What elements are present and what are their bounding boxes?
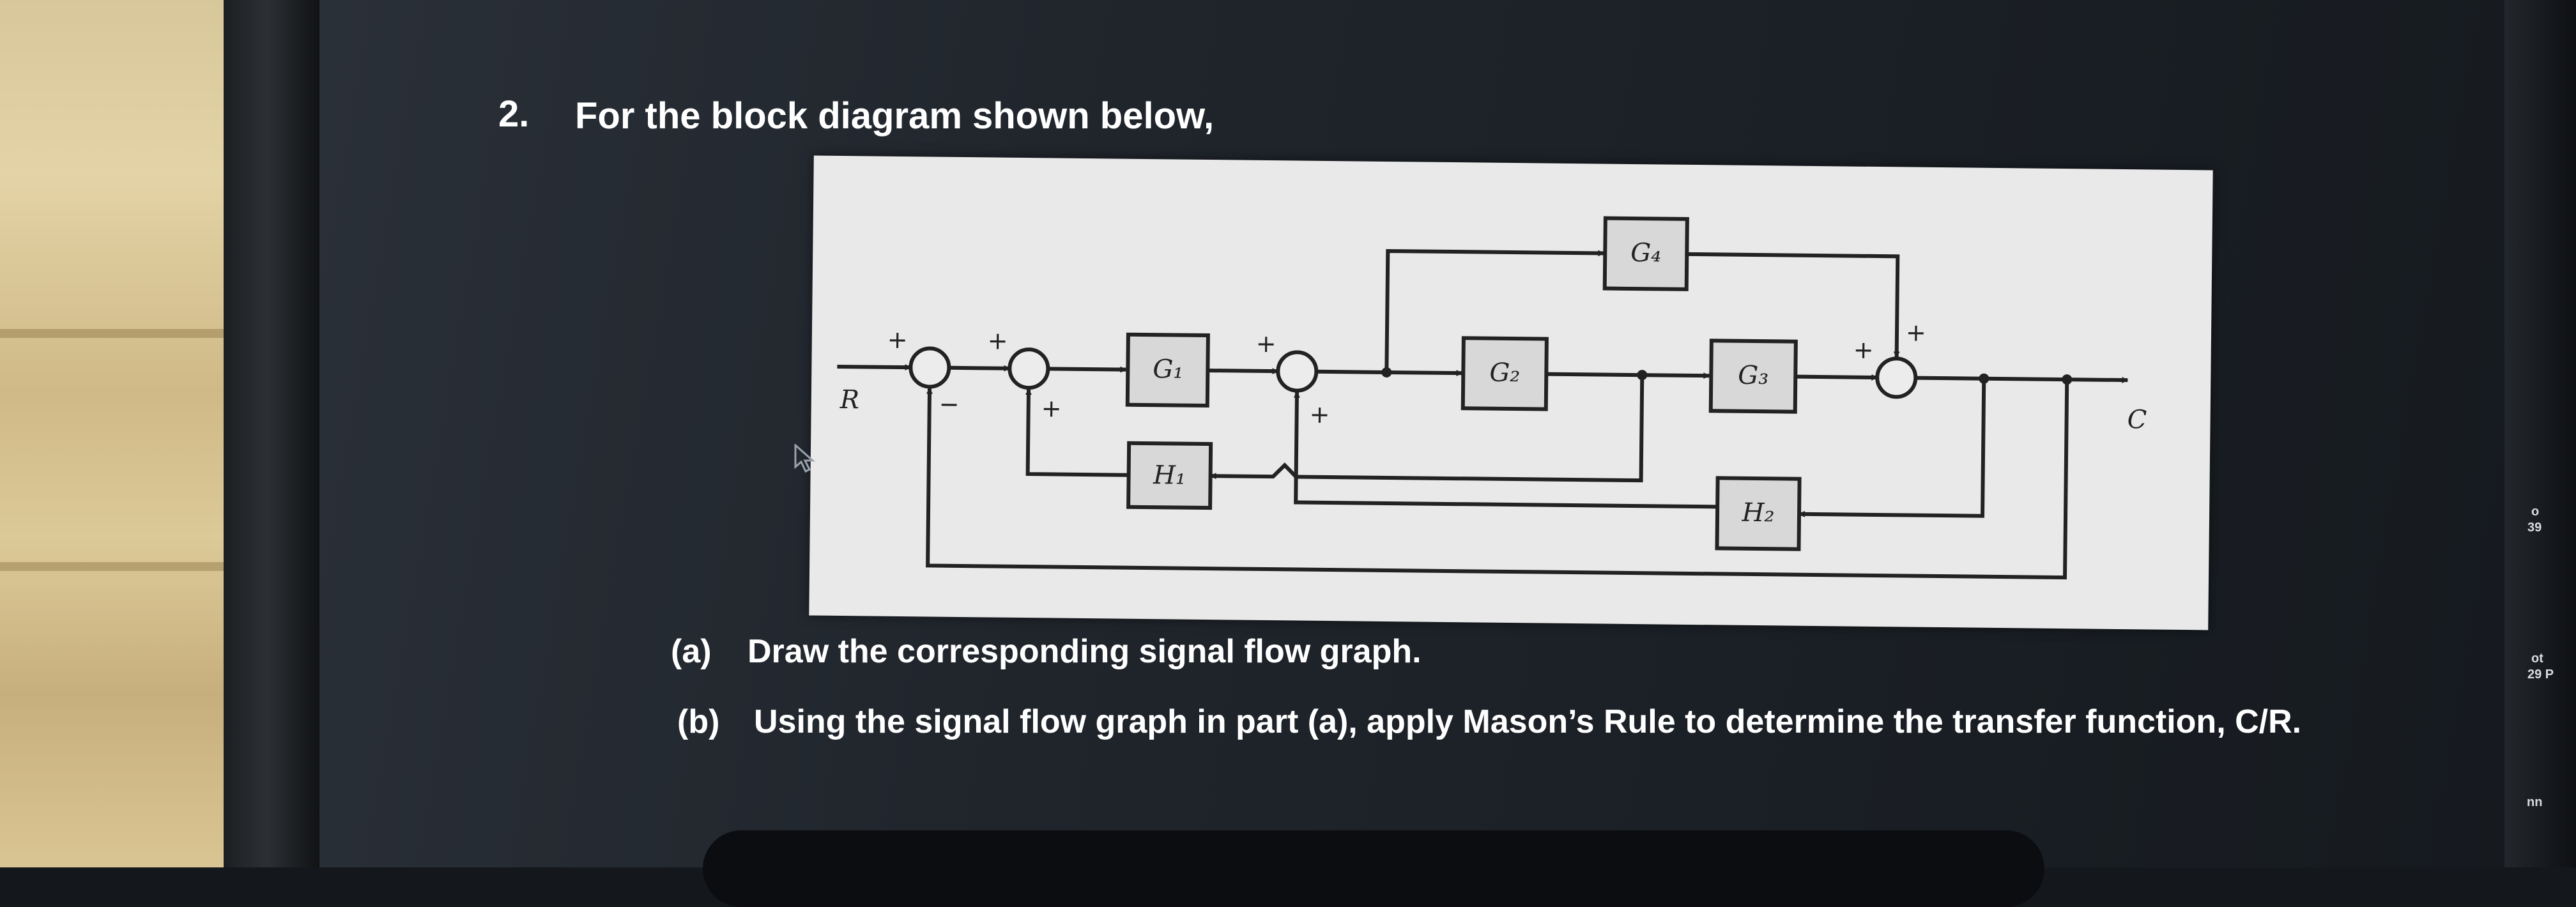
sign-s3-fb: + bbox=[1309, 400, 1330, 429]
part-b-label: (b) bbox=[677, 703, 720, 740]
branch-point bbox=[1637, 370, 1648, 381]
branch-point bbox=[2062, 374, 2073, 385]
input-label-r: R bbox=[839, 385, 860, 415]
summing-junction-4 bbox=[1875, 356, 1918, 399]
label-h1: H₁ bbox=[1153, 461, 1186, 491]
side-text-3: ot bbox=[2531, 652, 2543, 666]
sign-s1-in: + bbox=[887, 326, 908, 354]
block-h1 bbox=[1126, 441, 1213, 510]
label-g2: G₂ bbox=[1489, 358, 1520, 388]
sign-s4-top: + bbox=[1906, 318, 1926, 346]
block-diagram-svg: G₁ G₂ G₃ G₄ H₁ H₂ R C + − + + + + + + bbox=[837, 216, 2147, 580]
branch-point bbox=[1381, 367, 1392, 377]
output-label-c: C bbox=[2127, 405, 2147, 434]
wire-h2-to-s3 bbox=[1293, 391, 1717, 509]
part-b-text: Using the signal flow graph in part (a),… bbox=[754, 703, 2302, 740]
label-g1: G₁ bbox=[1153, 354, 1183, 385]
wire-to-g4 bbox=[1384, 248, 1605, 372]
block-g1 bbox=[1125, 332, 1210, 408]
sign-s4-in: + bbox=[1853, 336, 1874, 364]
monitor-bezel bbox=[224, 0, 319, 867]
wall-trim bbox=[0, 562, 275, 571]
label-h2: H₂ bbox=[1741, 498, 1774, 528]
label-g4: G₄ bbox=[1630, 238, 1661, 268]
side-text-4: 29 P bbox=[2527, 667, 2554, 682]
side-text-1: o bbox=[2531, 505, 2540, 519]
screen-shadow bbox=[703, 830, 2044, 907]
wall-trim bbox=[0, 329, 275, 338]
wire-to-h2 bbox=[1798, 378, 1986, 518]
label-g3: G₃ bbox=[1738, 361, 1768, 391]
summing-junction-1 bbox=[908, 346, 951, 389]
wire-g2-to-g3 bbox=[1546, 372, 1710, 379]
part-a-text: Draw the corresponding signal flow graph… bbox=[747, 633, 1422, 670]
sign-s2-in: + bbox=[988, 326, 1008, 354]
wire-h1-to-s2 bbox=[1025, 388, 1129, 477]
branch-point bbox=[1979, 373, 1989, 384]
wire-to-h1 bbox=[1209, 375, 1644, 483]
block-g4 bbox=[1602, 216, 1689, 291]
wire-g4-to-s4 bbox=[1687, 252, 1900, 358]
wire-s4-to-c bbox=[1915, 376, 2129, 384]
wire-g1-to-s3 bbox=[1208, 368, 1279, 375]
sign-s3-in: + bbox=[1256, 330, 1276, 358]
mouse-pointer-icon bbox=[794, 444, 815, 473]
part-a-label: (a) bbox=[671, 633, 712, 670]
block-h2 bbox=[1715, 476, 1802, 551]
side-text-2: 39 bbox=[2527, 521, 2542, 535]
adjacent-screen-edge bbox=[2504, 0, 2576, 867]
block-g2 bbox=[1460, 336, 1549, 411]
summing-junction-3 bbox=[1276, 350, 1319, 393]
wire-s1-to-s2 bbox=[949, 365, 1011, 372]
question-prompt: For the block diagram shown below, bbox=[575, 95, 1215, 137]
sign-s1-fb: − bbox=[939, 390, 960, 418]
summing-junction-2 bbox=[1008, 347, 1050, 390]
wire-unity-feedback bbox=[926, 379, 2069, 580]
block-g3 bbox=[1708, 339, 1798, 414]
question-number: 2. bbox=[498, 93, 530, 135]
sign-s2-fb: + bbox=[1041, 394, 1061, 422]
block-diagram: G₁ G₂ G₃ G₄ H₁ H₂ R C + − + + + + + + bbox=[809, 155, 2213, 630]
side-text-5: nn bbox=[2527, 795, 2543, 809]
